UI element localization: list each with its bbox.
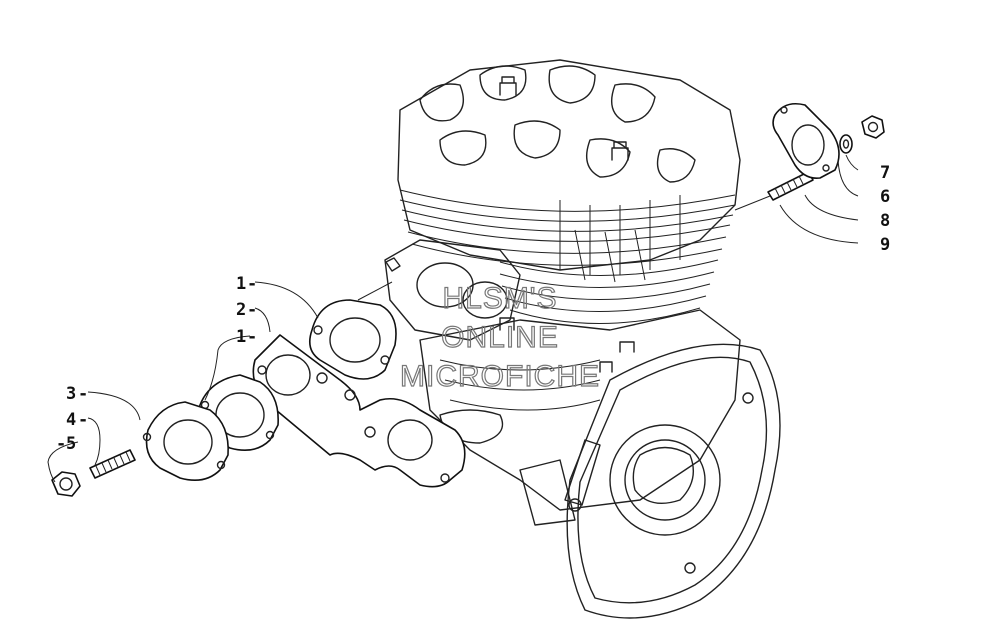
flange-right [772, 102, 840, 180]
callout-3: 3 [66, 384, 76, 404]
exhaust-gasket-upper [309, 299, 397, 380]
callout-labels: 1 - 2 - 1 - 3 - 4 - - 5 7 6 8 9 [56, 163, 890, 454]
callout-2-dash: - [247, 300, 257, 320]
nut-left [51, 471, 81, 497]
flywheel-housing [519, 343, 781, 619]
callout-3-dash: - [78, 384, 88, 404]
exhaust-manifold-plate [252, 334, 466, 488]
callout-1-dash-upper: - [247, 274, 257, 294]
callout-2: 2 [236, 300, 246, 320]
engine-exhaust-ports [384, 239, 521, 341]
callout-1-dash-lower: - [247, 327, 257, 347]
callout-4-dash: - [78, 410, 88, 430]
callout-4: 4 [66, 410, 76, 430]
callout-5-dash: - [56, 434, 66, 454]
stud-right [767, 171, 814, 201]
nut-right [861, 115, 885, 139]
callout-6: 6 [880, 187, 890, 207]
callout-1-upper: 1 [236, 274, 246, 294]
cylinder-head [397, 59, 741, 324]
callout-9: 9 [880, 235, 890, 255]
watermark: HLSM'S ONLINE MICROFICHE [399, 281, 600, 393]
callout-1-lower: 1 [236, 327, 246, 347]
callout-5: 5 [66, 434, 76, 454]
watermark-line-2: ONLINE [441, 321, 559, 354]
exhaust-flange [142, 401, 229, 481]
stud-left [89, 449, 136, 479]
washer-right [839, 134, 853, 154]
callout-8: 8 [880, 211, 890, 231]
watermark-line-3: MICROFICHE [400, 360, 600, 393]
watermark-line-1: HLSM'S [442, 282, 557, 315]
callout-7: 7 [880, 163, 890, 183]
leader-lines [47, 154, 859, 483]
engine-assembly-drawing [384, 59, 781, 619]
